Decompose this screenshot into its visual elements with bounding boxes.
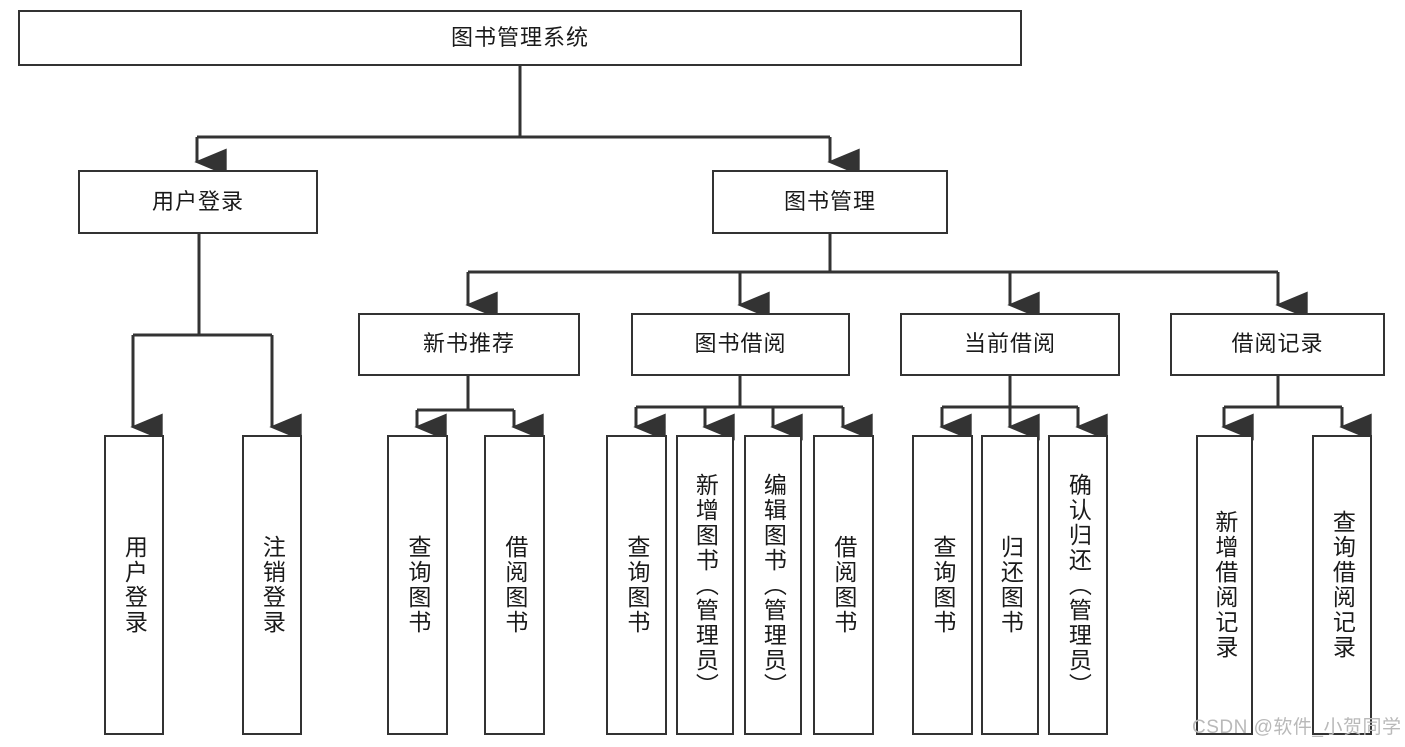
csdn-watermark: CSDN @软件_小贺同学 xyxy=(1192,717,1402,738)
node-label: 借阅图书 xyxy=(830,535,857,635)
node-current-borrow[interactable]: 当前借阅 xyxy=(900,313,1120,376)
leaf-query-book-current[interactable]: 查询图书 xyxy=(912,435,973,735)
node-label: 借阅记录 xyxy=(1231,331,1324,357)
leaf-query-borrow-record[interactable]: 查询借阅记录 xyxy=(1312,435,1372,735)
leaf-confirm-return-admin[interactable]: 确认归还（管理员） xyxy=(1048,435,1108,735)
node-label: 用户登录 xyxy=(121,535,148,635)
node-book-management[interactable]: 图书管理 xyxy=(712,170,948,234)
node-label: 编辑图书（管理员） xyxy=(760,472,787,698)
node-label: 图书管理 xyxy=(783,188,876,214)
node-book-borrow[interactable]: 图书借阅 xyxy=(631,313,850,376)
leaf-add-borrow-record[interactable]: 新增借阅记录 xyxy=(1196,435,1253,735)
leaf-user-login[interactable]: 用户登录 xyxy=(104,435,164,735)
node-label: 查询借阅记录 xyxy=(1329,510,1356,660)
leaf-return-book[interactable]: 归还图书 xyxy=(981,435,1039,735)
node-label: 新增借阅记录 xyxy=(1211,510,1238,660)
leaf-edit-book-admin[interactable]: 编辑图书（管理员） xyxy=(744,435,802,735)
node-label: 注销登录 xyxy=(259,535,286,635)
node-label: 归还图书 xyxy=(997,535,1024,635)
leaf-borrow-book[interactable]: 借阅图书 xyxy=(813,435,874,735)
node-label: 查询图书 xyxy=(404,535,431,635)
node-label: 用户登录 xyxy=(151,188,244,214)
node-label: 图书管理系统 xyxy=(450,24,589,50)
node-label: 新增图书（管理员） xyxy=(692,472,719,698)
node-label: 当前借阅 xyxy=(963,331,1056,357)
node-label: 确认归还（管理员） xyxy=(1065,472,1092,698)
node-root-system[interactable]: 图书管理系统 xyxy=(18,10,1022,66)
node-label: 新书推荐 xyxy=(422,331,515,357)
node-label: 图书借阅 xyxy=(694,331,787,357)
node-user-login[interactable]: 用户登录 xyxy=(78,170,318,234)
node-new-book-recommend[interactable]: 新书推荐 xyxy=(358,313,580,376)
leaf-add-book-admin[interactable]: 新增图书（管理员） xyxy=(676,435,734,735)
node-label: 查询图书 xyxy=(623,535,650,635)
leaf-borrow-book-newbook[interactable]: 借阅图书 xyxy=(484,435,545,735)
leaf-query-book-borrow[interactable]: 查询图书 xyxy=(606,435,667,735)
node-label: 借阅图书 xyxy=(501,535,528,635)
leaf-query-book-newbook[interactable]: 查询图书 xyxy=(387,435,448,735)
node-label: 查询图书 xyxy=(929,535,956,635)
leaf-logout[interactable]: 注销登录 xyxy=(242,435,302,735)
node-borrow-record[interactable]: 借阅记录 xyxy=(1170,313,1385,376)
